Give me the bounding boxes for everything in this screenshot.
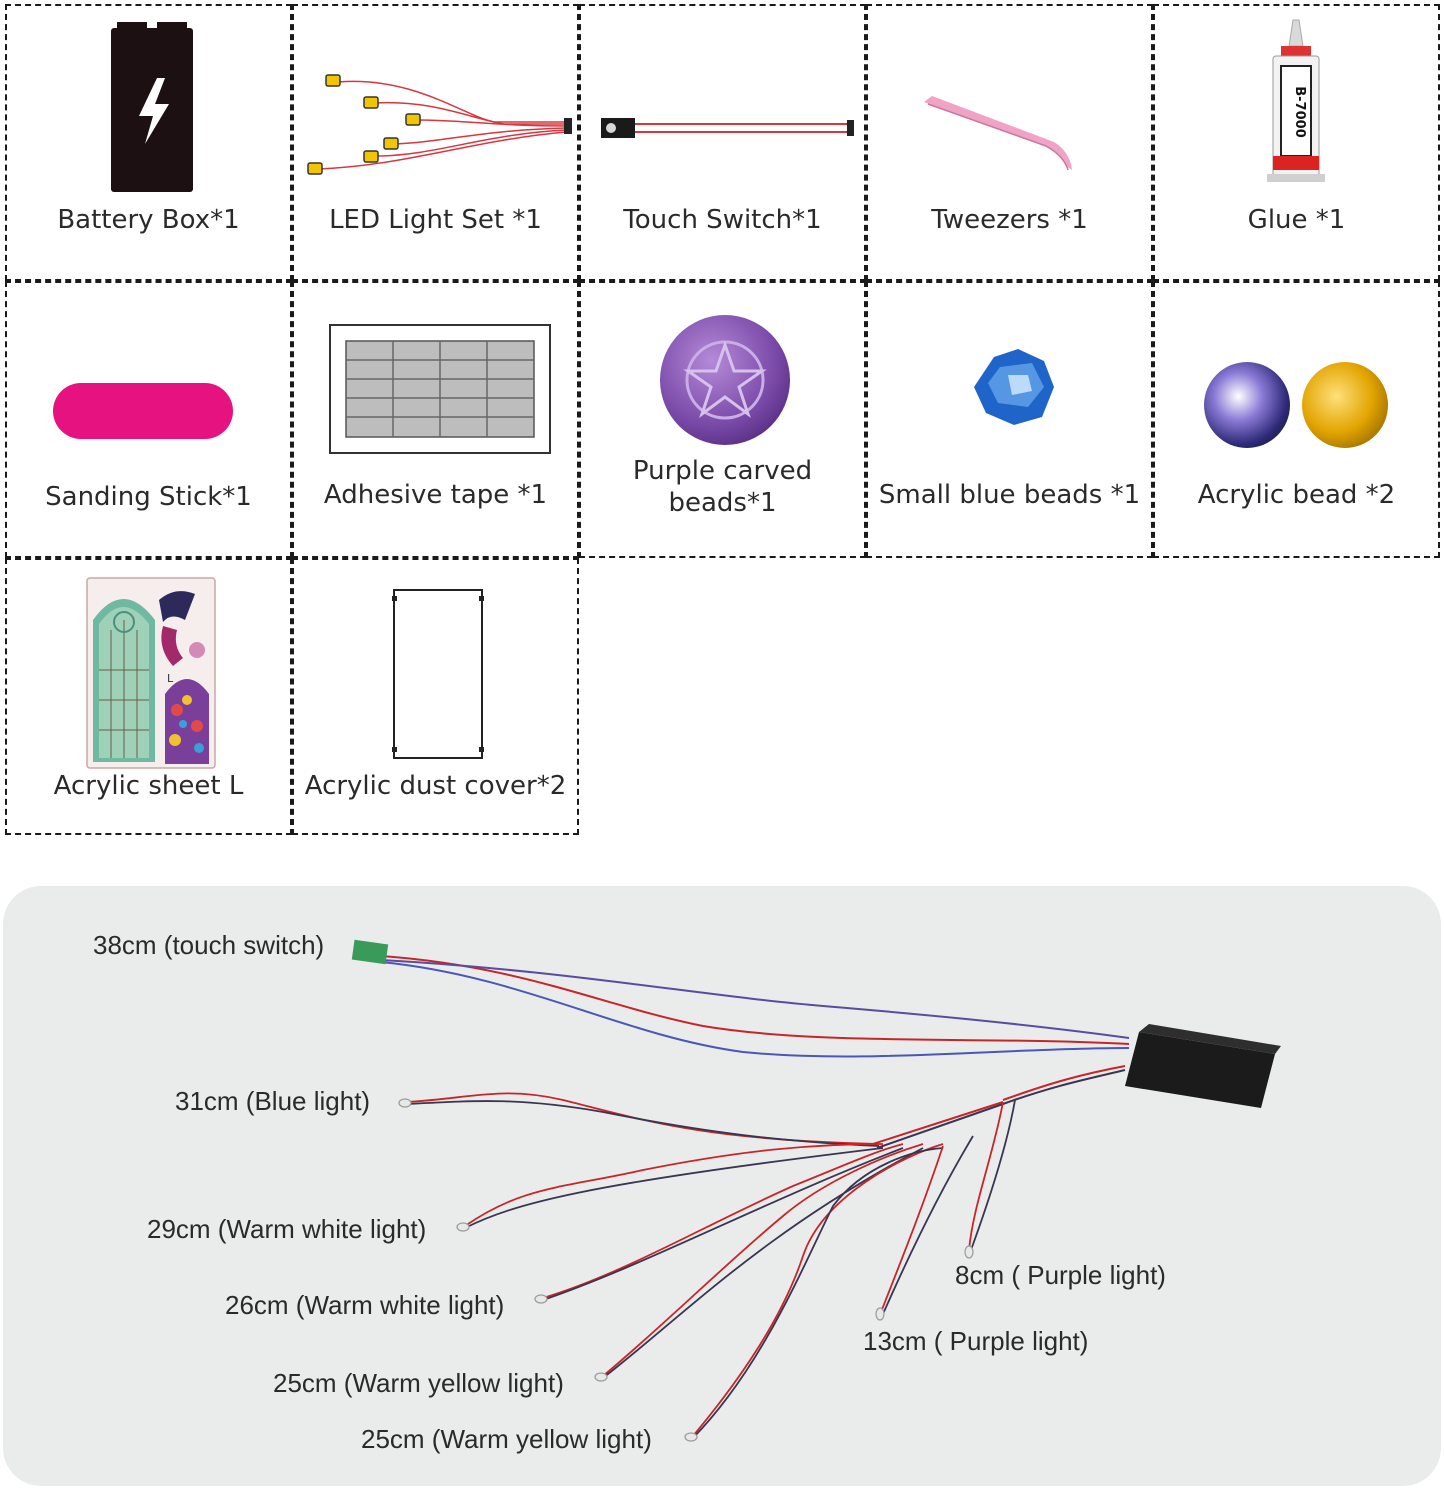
item-label: Glue *1 <box>1247 205 1346 235</box>
item-label: Touch Switch*1 <box>623 205 822 235</box>
item-label: Sanding Stick*1 <box>45 482 252 512</box>
wire-label-warm-yellow-1: 25cm (Warm yellow light) <box>273 1368 564 1398</box>
led-head-warm-white-icon <box>534 1294 548 1304</box>
wiring-diagram-panel: 38cm (touch switch) 31cm (Blue light) 29… <box>3 886 1441 1486</box>
wiring-diagram <box>351 939 1281 1442</box>
purple-carved-bead-icon <box>660 315 790 445</box>
item-acrylic-dust-cover: Acrylic dust cover*2 <box>292 558 579 835</box>
item-glue: B-7000 Glue *1 <box>1153 4 1440 281</box>
item-touch-switch: Touch Switch*1 <box>579 4 866 281</box>
acrylic-sheet-icon: L <box>86 577 216 769</box>
item-label: Acrylic sheet L <box>53 771 244 801</box>
item-acrylic-sheet: L Acrylic sheet L <box>5 558 292 835</box>
item-label: Acrylic bead *2 <box>1197 480 1396 510</box>
touch-switch-module-icon <box>351 939 389 965</box>
item-purple-carved-beads: Purple carved beads*1 <box>579 281 866 558</box>
item-small-blue-beads: Small blue beads *1 <box>866 281 1153 558</box>
wire-label-warm-white-2: 26cm (Warm white light) <box>225 1290 505 1320</box>
led-head-warm-white-icon <box>456 1222 470 1232</box>
small-blue-bead-icon <box>974 349 1054 425</box>
item-label: Small blue beads *1 <box>878 480 1141 510</box>
item-label: Adhesive tape *1 <box>323 480 548 510</box>
led-head-blue-icon <box>398 1098 412 1108</box>
led-head-warm-yellow-icon <box>594 1372 608 1382</box>
touch-switch-icon <box>601 118 854 138</box>
glue-tube-icon: B-7000 <box>1267 19 1325 182</box>
battery-box-icon <box>111 22 193 192</box>
item-label: Purple carved beads*1 <box>632 456 813 518</box>
item-tweezers: Tweezers *1 <box>866 4 1153 281</box>
sheet-mark-text: L <box>167 672 174 685</box>
tweezers-icon <box>924 96 1072 171</box>
item-led-light-set: LED Light Set *1 <box>292 4 579 281</box>
led-head-warm-yellow-icon <box>684 1432 698 1442</box>
led-light-set-icon <box>307 74 572 175</box>
wire-label-blue-light: 31cm (Blue light) <box>175 1086 371 1116</box>
wire-label-warm-yellow-2: 25cm (Warm yellow light) <box>361 1424 652 1454</box>
item-acrylic-beads: Acrylic bead *2 <box>1153 281 1440 558</box>
wire-label-warm-white-1: 29cm (Warm white light) <box>147 1214 427 1244</box>
item-adhesive-tape: Adhesive tape *1 <box>292 281 579 558</box>
item-sanding-stick: Sanding Stick*1 <box>5 281 292 558</box>
item-label: Acrylic dust cover*2 <box>304 771 567 801</box>
led-head-purple-icon <box>964 1245 974 1259</box>
wire-label-touch-switch: 38cm (touch switch) <box>93 930 325 960</box>
wire-label-purple-8cm: 8cm ( Purple light) <box>955 1260 1166 1290</box>
sanding-stick-icon <box>53 383 233 439</box>
led-head-purple-icon <box>875 1307 885 1321</box>
adhesive-tape-icon <box>329 324 551 454</box>
item-battery-box: Battery Box*1 <box>5 4 292 281</box>
acrylic-dust-cover-icon <box>392 589 484 759</box>
glue-brand-text: B-7000 <box>1292 86 1307 138</box>
item-label: Battery Box*1 <box>57 205 240 235</box>
battery-box-icon <box>1125 1024 1281 1108</box>
acrylic-beads-icon <box>1204 362 1388 448</box>
wire-label-purple-13cm: 13cm ( Purple light) <box>863 1326 1089 1356</box>
item-label: LED Light Set *1 <box>329 205 542 235</box>
item-label: Tweezers *1 <box>931 205 1088 235</box>
